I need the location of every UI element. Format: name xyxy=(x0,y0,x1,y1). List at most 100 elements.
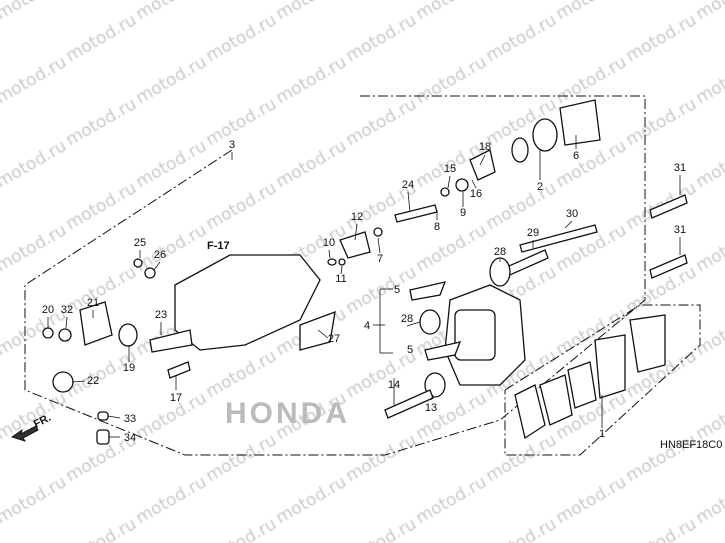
parts xyxy=(42,99,688,445)
callout-4: 4 xyxy=(364,320,370,332)
leader-line xyxy=(71,380,86,383)
bolt-30 xyxy=(519,224,598,253)
bolt-24 xyxy=(394,204,438,223)
pad-set-outline xyxy=(504,304,701,456)
callout-32: 32 xyxy=(61,304,73,316)
callout-3: 3 xyxy=(229,139,235,151)
leader-line xyxy=(328,249,331,259)
callout-19: 19 xyxy=(123,362,135,374)
part-26 xyxy=(144,267,156,279)
callout-5: 5 xyxy=(407,344,413,356)
pad xyxy=(629,314,666,373)
reference-label: F-17 xyxy=(207,240,230,252)
callout-5: 5 xyxy=(394,284,400,296)
callout-24: 24 xyxy=(402,179,414,191)
leader-line xyxy=(406,321,421,327)
part-15 xyxy=(440,187,450,197)
leader-line xyxy=(447,175,451,189)
front-arrow-icon xyxy=(10,425,39,442)
leader-line xyxy=(407,191,411,213)
callout-25: 25 xyxy=(134,237,146,249)
bolt-31-lower xyxy=(649,254,688,279)
pad xyxy=(594,334,626,399)
callout-7: 7 xyxy=(377,253,383,265)
callout-33: 33 xyxy=(124,413,136,425)
spring-5-upper xyxy=(409,281,447,301)
callout-16: 16 xyxy=(470,188,482,200)
part-33 xyxy=(97,411,109,421)
spring-22 xyxy=(52,371,74,393)
seal-19 xyxy=(118,323,138,347)
callout-31: 31 xyxy=(674,162,686,174)
part-25 xyxy=(133,258,143,268)
callout-layer: 1234556789101112131415161718192021222324… xyxy=(42,135,686,444)
callout-14: 14 xyxy=(388,379,400,391)
callout-26: 26 xyxy=(154,249,166,261)
piston-seal xyxy=(511,137,529,163)
leader-line xyxy=(430,394,434,401)
callout-27: 27 xyxy=(328,333,340,345)
shaft-23 xyxy=(149,329,193,353)
callout-9: 9 xyxy=(460,207,466,219)
diagram-code: HN8EF18C0 xyxy=(660,439,722,451)
part-20 xyxy=(42,327,54,339)
bolt-17 xyxy=(167,361,191,379)
piston xyxy=(559,99,601,146)
leader-line xyxy=(377,237,381,254)
caliper-body-bore xyxy=(454,309,496,361)
front-marker: FR. xyxy=(32,412,53,431)
callout-23: 23 xyxy=(155,309,167,321)
leader-line xyxy=(479,154,486,166)
boot-28-upper xyxy=(489,257,511,287)
pad xyxy=(514,384,546,440)
callout-8: 8 xyxy=(434,221,440,233)
callout-31: 31 xyxy=(674,224,686,236)
leader-line xyxy=(564,220,573,229)
leader-line xyxy=(107,415,121,419)
leader-line xyxy=(471,179,477,189)
part-12 xyxy=(339,231,371,259)
callout-10: 10 xyxy=(323,237,335,249)
part-11 xyxy=(338,258,346,266)
leader-line xyxy=(340,265,343,275)
boot-28-lower xyxy=(419,309,441,335)
callout-6: 6 xyxy=(573,150,579,162)
pad xyxy=(567,361,597,409)
callout-28: 28 xyxy=(401,313,413,325)
callout-2: 2 xyxy=(537,181,543,193)
part-32 xyxy=(58,328,72,342)
caliper-assembly-outline xyxy=(24,95,646,456)
callout-11: 11 xyxy=(335,273,346,285)
leader-line xyxy=(153,261,161,271)
callout-29: 29 xyxy=(527,227,539,239)
callout-34: 34 xyxy=(124,432,136,444)
part-18 xyxy=(469,149,496,181)
leader-line xyxy=(354,223,358,241)
piston-seal-set xyxy=(532,118,558,152)
leader-line xyxy=(65,316,68,329)
callout-30: 30 xyxy=(566,208,578,220)
callout-12: 12 xyxy=(351,211,363,223)
part-34 xyxy=(96,429,110,445)
leader-line xyxy=(317,329,329,339)
honda-logo: HONDA xyxy=(225,397,350,430)
callout-1: 1 xyxy=(599,428,605,440)
callout-15: 15 xyxy=(444,163,456,175)
part-27 xyxy=(299,310,336,351)
spring-5-lower xyxy=(424,341,462,361)
callout-21: 21 xyxy=(87,297,99,309)
part-7 xyxy=(373,227,383,237)
caliper-bracket xyxy=(174,254,321,351)
part-10 xyxy=(327,258,337,266)
part-21 xyxy=(79,301,113,346)
pin-14 xyxy=(384,389,434,419)
callout-20: 20 xyxy=(42,304,54,316)
callout-18: 18 xyxy=(479,141,491,153)
part-9 xyxy=(455,178,469,192)
callout-22: 22 xyxy=(87,375,99,387)
callout-13: 13 xyxy=(425,402,437,414)
bolt-31-upper xyxy=(649,194,688,219)
